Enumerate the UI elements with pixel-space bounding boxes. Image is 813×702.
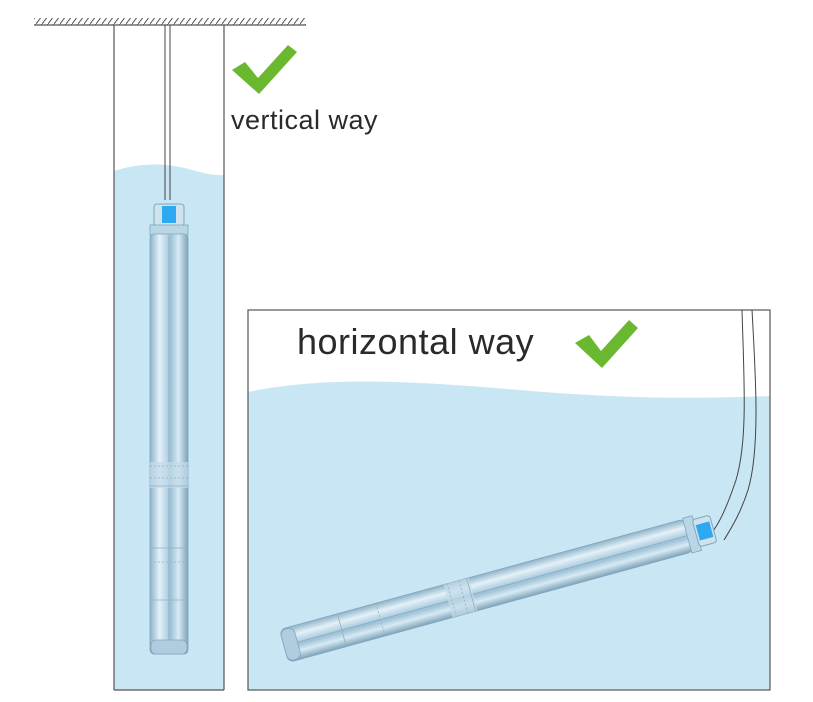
horizontal-cable [711, 309, 757, 541]
vertical-pump [149, 203, 189, 655]
vertical-way-label: vertical way [231, 105, 378, 135]
horizontal-pump-band [443, 577, 478, 618]
vertical-pump-head [149, 224, 189, 236]
vertical-pump-bottom [150, 639, 188, 655]
horizontal-pump-connector [695, 521, 714, 541]
horizontal-pump [280, 515, 717, 662]
vertical-pump-band [150, 462, 188, 488]
ground-hatch-icon [34, 18, 306, 26]
horizontal-pump-end [280, 627, 301, 661]
vertical-pump-connector [162, 206, 176, 223]
horizontal-way-label: horizontal way [297, 321, 534, 362]
check-mark-icon [232, 45, 297, 94]
vertical-cable [164, 25, 171, 200]
check-mark-icon [575, 320, 638, 368]
